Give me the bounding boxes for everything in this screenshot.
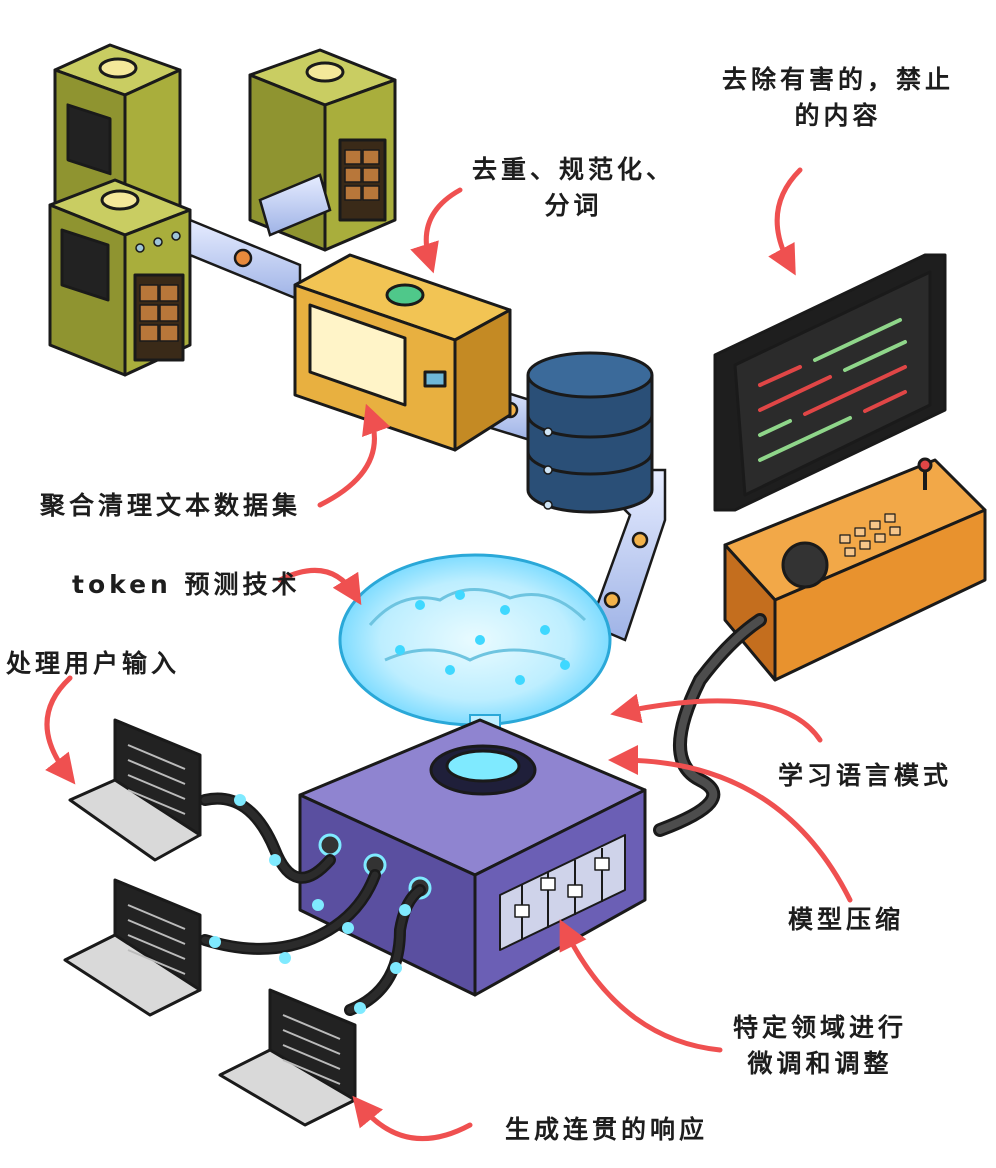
user-laptop bbox=[68, 718, 202, 862]
arrow bbox=[277, 567, 362, 606]
filter-monitor bbox=[713, 253, 947, 512]
llm-core-box bbox=[298, 718, 647, 997]
label-line: 去除有害的，禁止 bbox=[722, 65, 955, 94]
label-token-prediction: token 预测技术 bbox=[72, 567, 301, 603]
callout-arrows bbox=[44, 167, 853, 1142]
label-line: 去重、规范化、 bbox=[472, 155, 676, 184]
label-line: 生成连贯的响应 bbox=[505, 1115, 709, 1144]
user-laptop bbox=[63, 878, 202, 1017]
label-aggregate-dataset: 聚合清理文本数据集 bbox=[40, 488, 301, 524]
arrow bbox=[608, 745, 853, 903]
label-fine-tuning: 特定领域进行 微调和调整 bbox=[733, 1010, 907, 1082]
label-line: 学习语言模式 bbox=[778, 761, 953, 790]
arrow bbox=[559, 919, 723, 1053]
database-cylinder bbox=[526, 351, 654, 514]
label-generate-response: 生成连贯的响应 bbox=[505, 1112, 708, 1148]
arrow bbox=[410, 187, 463, 274]
user-laptop bbox=[218, 988, 357, 1127]
label-line: token 预测技术 bbox=[72, 570, 301, 599]
laptop-cables bbox=[199, 792, 426, 1016]
preprocessing-unit bbox=[293, 253, 512, 452]
label-line: 特定领域进行 bbox=[733, 1013, 908, 1042]
label-line: 聚合清理文本数据集 bbox=[40, 491, 302, 520]
control-console bbox=[723, 457, 987, 682]
label-filter-content: 去除有害的，禁止 的内容 bbox=[722, 62, 954, 134]
arrow bbox=[768, 167, 803, 276]
label-user-input: 处理用户输入 bbox=[6, 646, 180, 682]
label-line: 微调和调整 bbox=[747, 1049, 893, 1078]
arrow bbox=[610, 693, 823, 743]
label-model-compression: 模型压缩 bbox=[788, 902, 904, 938]
label-line: 处理用户输入 bbox=[6, 649, 181, 678]
arrow bbox=[317, 403, 391, 508]
label-line: 的内容 bbox=[794, 101, 882, 130]
server-unit bbox=[48, 178, 192, 377]
label-line: 模型压缩 bbox=[788, 905, 905, 934]
label-dedup-normalize: 去重、规范化、 分词 bbox=[472, 152, 675, 224]
arrow bbox=[352, 1095, 473, 1142]
arrow bbox=[44, 675, 76, 785]
label-line: 分词 bbox=[544, 191, 603, 220]
label-learn-patterns: 学习语言模式 bbox=[778, 758, 952, 794]
